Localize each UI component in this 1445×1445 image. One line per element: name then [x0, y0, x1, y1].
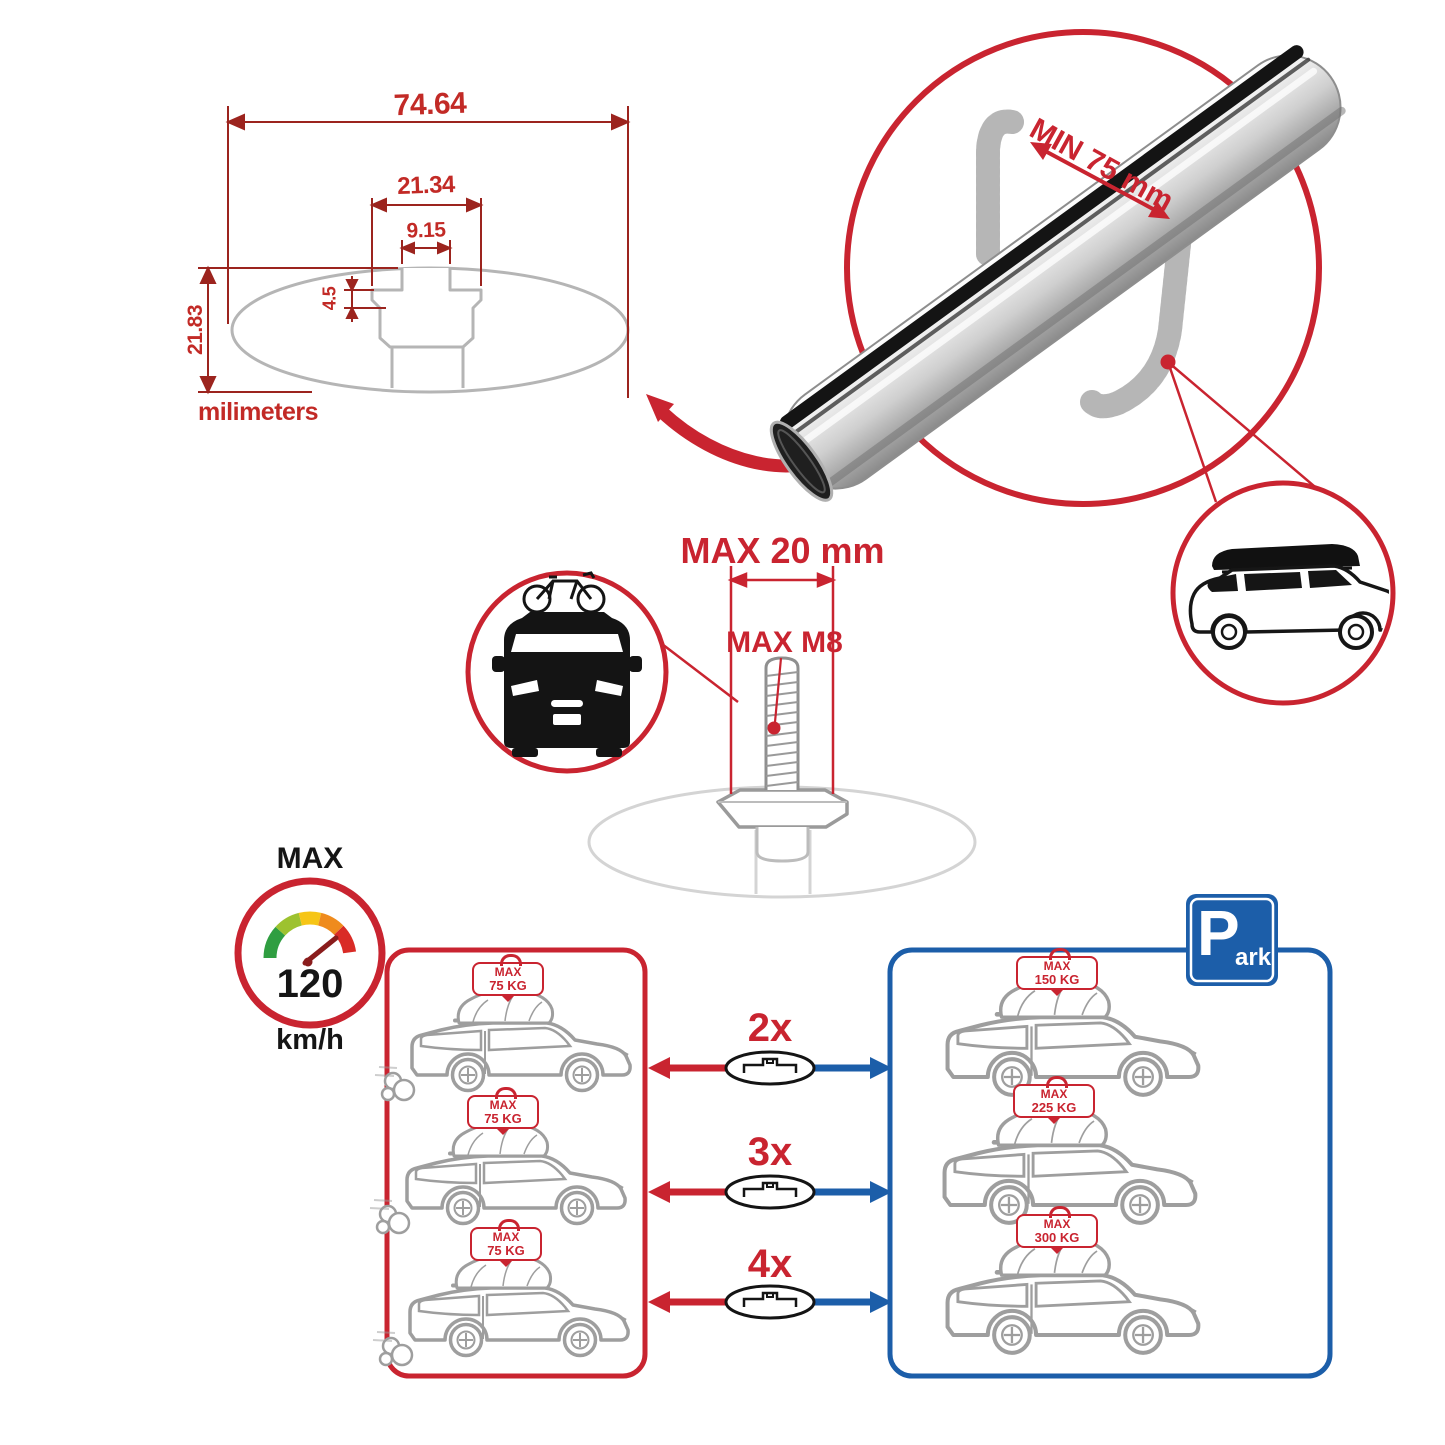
car-front-with-bike — [492, 571, 642, 757]
min-gap-arrow — [1030, 142, 1170, 219]
max-20-dimension — [727, 566, 837, 794]
t-slot-profile — [370, 268, 483, 349]
cross-section-diagram — [198, 106, 849, 473]
park-suffix: ark — [1235, 944, 1272, 971]
roof-load-tag-right-2: MAX 225 KG — [1013, 1075, 1095, 1125]
bike-circle-leader — [661, 643, 739, 703]
max-bolt-length-label: MAX 20 mm — [680, 530, 885, 571]
crossbar-detail-circle — [769, 29, 1346, 510]
load-comparison-section — [234, 877, 1333, 1379]
suv-with-roofbox — [1188, 544, 1389, 650]
plate-boss — [755, 827, 810, 863]
dimension-slot-width: 9.15 — [406, 218, 446, 243]
profile-stem — [390, 347, 465, 388]
dimension-total-height: 21.83 — [184, 304, 207, 356]
dimension-lines — [198, 106, 631, 398]
dimension-lip-depth: 4.5 — [319, 286, 340, 311]
roof-load-tag-right-1: MAX 150 KG — [1016, 947, 1098, 997]
roof-load-tag-left-1: MAX 75 KG — [472, 953, 544, 1003]
speedometer — [234, 877, 386, 1029]
crossbar-count-arrow-2x — [646, 1050, 894, 1086]
crossbar-count-arrow-3x — [646, 1174, 894, 1210]
units-label: milimeters — [198, 398, 319, 426]
dimension-total-width: 74.64 — [393, 86, 467, 123]
multiplier-2x: 2x — [747, 1006, 793, 1050]
crossbar-render — [769, 45, 1346, 502]
roofbox-car-circle — [1170, 480, 1396, 706]
speed-max-label: MAX — [276, 842, 344, 875]
thread-dot — [767, 721, 781, 735]
roof-load-tag-right-3: MAX 300 KG — [1016, 1205, 1098, 1255]
roof-load-tag-left-2: MAX 75 KG — [467, 1086, 539, 1136]
speed-value: 120 — [276, 962, 344, 1006]
multiplier-4x: 4x — [747, 1242, 793, 1286]
bike-car-circle — [465, 570, 669, 774]
bolt-stud — [764, 656, 800, 790]
t-slot-plate — [716, 788, 849, 829]
park-letter: P — [1197, 897, 1240, 969]
speed-unit: km/h — [276, 1024, 344, 1056]
max-thread-label: MAX M8 — [726, 626, 843, 659]
crossbar-count-arrow-4x — [646, 1284, 894, 1320]
park-sign — [1186, 894, 1278, 986]
clamp-straps — [976, 109, 1192, 419]
multiplier-3x: 3x — [747, 1130, 793, 1174]
roof-load-tag-left-3: MAX 75 KG — [470, 1218, 542, 1268]
bolt-diagram — [587, 566, 977, 899]
dimension-channel-outer: 21.34 — [396, 171, 456, 200]
